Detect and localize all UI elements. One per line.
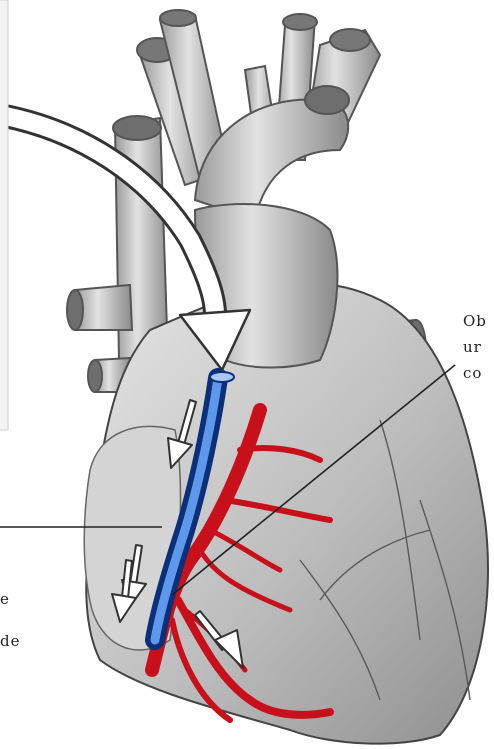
vessel-opening-2 <box>160 10 196 26</box>
label-right-line-2: ur <box>463 338 482 356</box>
svc-opening <box>113 116 161 140</box>
graft-opening <box>210 372 234 382</box>
pulmonary-left-1-opening <box>67 290 83 330</box>
label-right-line-3: co <box>463 364 482 382</box>
vessel-opening-4 <box>330 29 370 51</box>
label-right-line-1: Ob <box>463 312 487 330</box>
cropped-label-frame <box>0 0 8 430</box>
pulmonary-left-2-opening <box>88 360 102 392</box>
vessel-opening-3 <box>283 14 317 30</box>
arch-opening <box>305 86 349 114</box>
label-left-line-2: de <box>0 632 20 650</box>
label-left-line-1: e <box>0 590 10 608</box>
